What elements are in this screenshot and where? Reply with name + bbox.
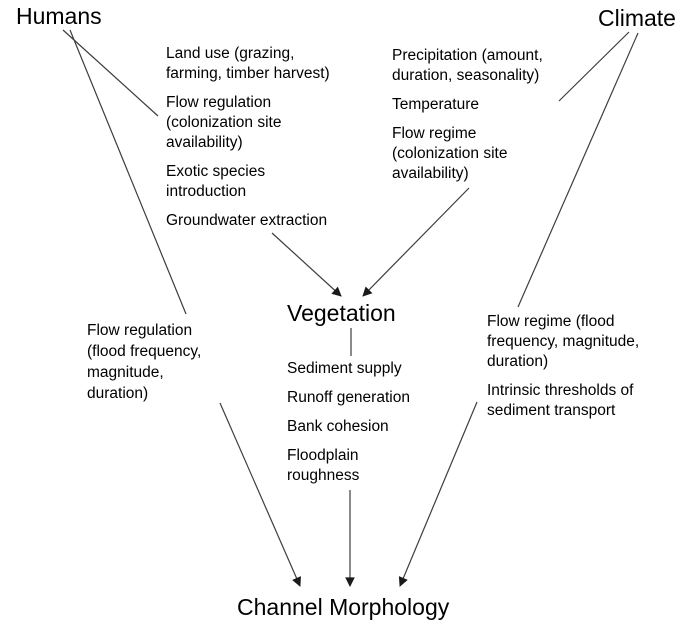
factor-intrinsic-thresholds: Intrinsic thresholds of sediment transpo… <box>487 382 634 419</box>
factor-flow-regulation-flood: Flow regulation (flood frequency, magnit… <box>87 322 202 402</box>
humans-to-vegetation-arrow <box>271 232 342 297</box>
climate-to-vegetation-line-upper <box>558 31 630 102</box>
factor-sediment-supply: Sediment supply <box>287 360 402 377</box>
climate-to-channel-factor-list: Flow regime (flood frequency, magnitude,… <box>487 312 682 430</box>
humans-to-vegetation-line-upper <box>62 29 159 117</box>
node-channel-morphology: Channel Morphology <box>237 594 450 620</box>
node-vegetation: Vegetation <box>287 300 396 326</box>
node-humans: Humans <box>16 3 102 29</box>
factor-precipitation: Precipitation (amount, duration, seasona… <box>392 47 543 84</box>
humans-to-vegetation-factor-list: Land use (grazing, farming, timber harve… <box>166 44 376 240</box>
factor-land-use: Land use (grazing, farming, timber harve… <box>166 45 330 82</box>
climate-to-flow-regime-line <box>517 32 639 308</box>
intrinsic-thresholds-to-channel-arrow <box>398 401 478 587</box>
humans-to-channel-factor-list: Flow regulation (flood frequency, magnit… <box>87 320 237 413</box>
factor-groundwater-extraction: Groundwater extraction <box>166 212 328 229</box>
humans-to-flow-regulation-line <box>69 29 187 315</box>
climate-to-vegetation-arrow <box>362 187 470 297</box>
flow-regulation-to-channel-arrow <box>219 402 301 587</box>
factor-runoff-generation: Runoff generation <box>287 389 410 406</box>
climate-to-vegetation-factor-list: Precipitation (amount, duration, seasona… <box>392 46 607 193</box>
vegetation-to-channel-factor-list: Sediment supply Runoff generation Bank c… <box>287 359 452 495</box>
factor-floodplain-roughness: Floodplain roughness <box>287 447 360 484</box>
node-climate: Climate <box>598 5 676 31</box>
factor-bank-cohesion: Bank cohesion <box>287 418 389 435</box>
factor-exotic-species: Exotic species introduction <box>166 163 266 200</box>
factor-temperature: Temperature <box>392 96 480 113</box>
factor-flow-regime-flood: Flow regime (flood frequency, magnitude,… <box>487 313 640 370</box>
factor-flow-regime-colonization: Flow regime (colonization site availabil… <box>392 125 508 182</box>
factor-flow-regulation-colonization: Flow regulation (colonization site avail… <box>166 94 282 151</box>
